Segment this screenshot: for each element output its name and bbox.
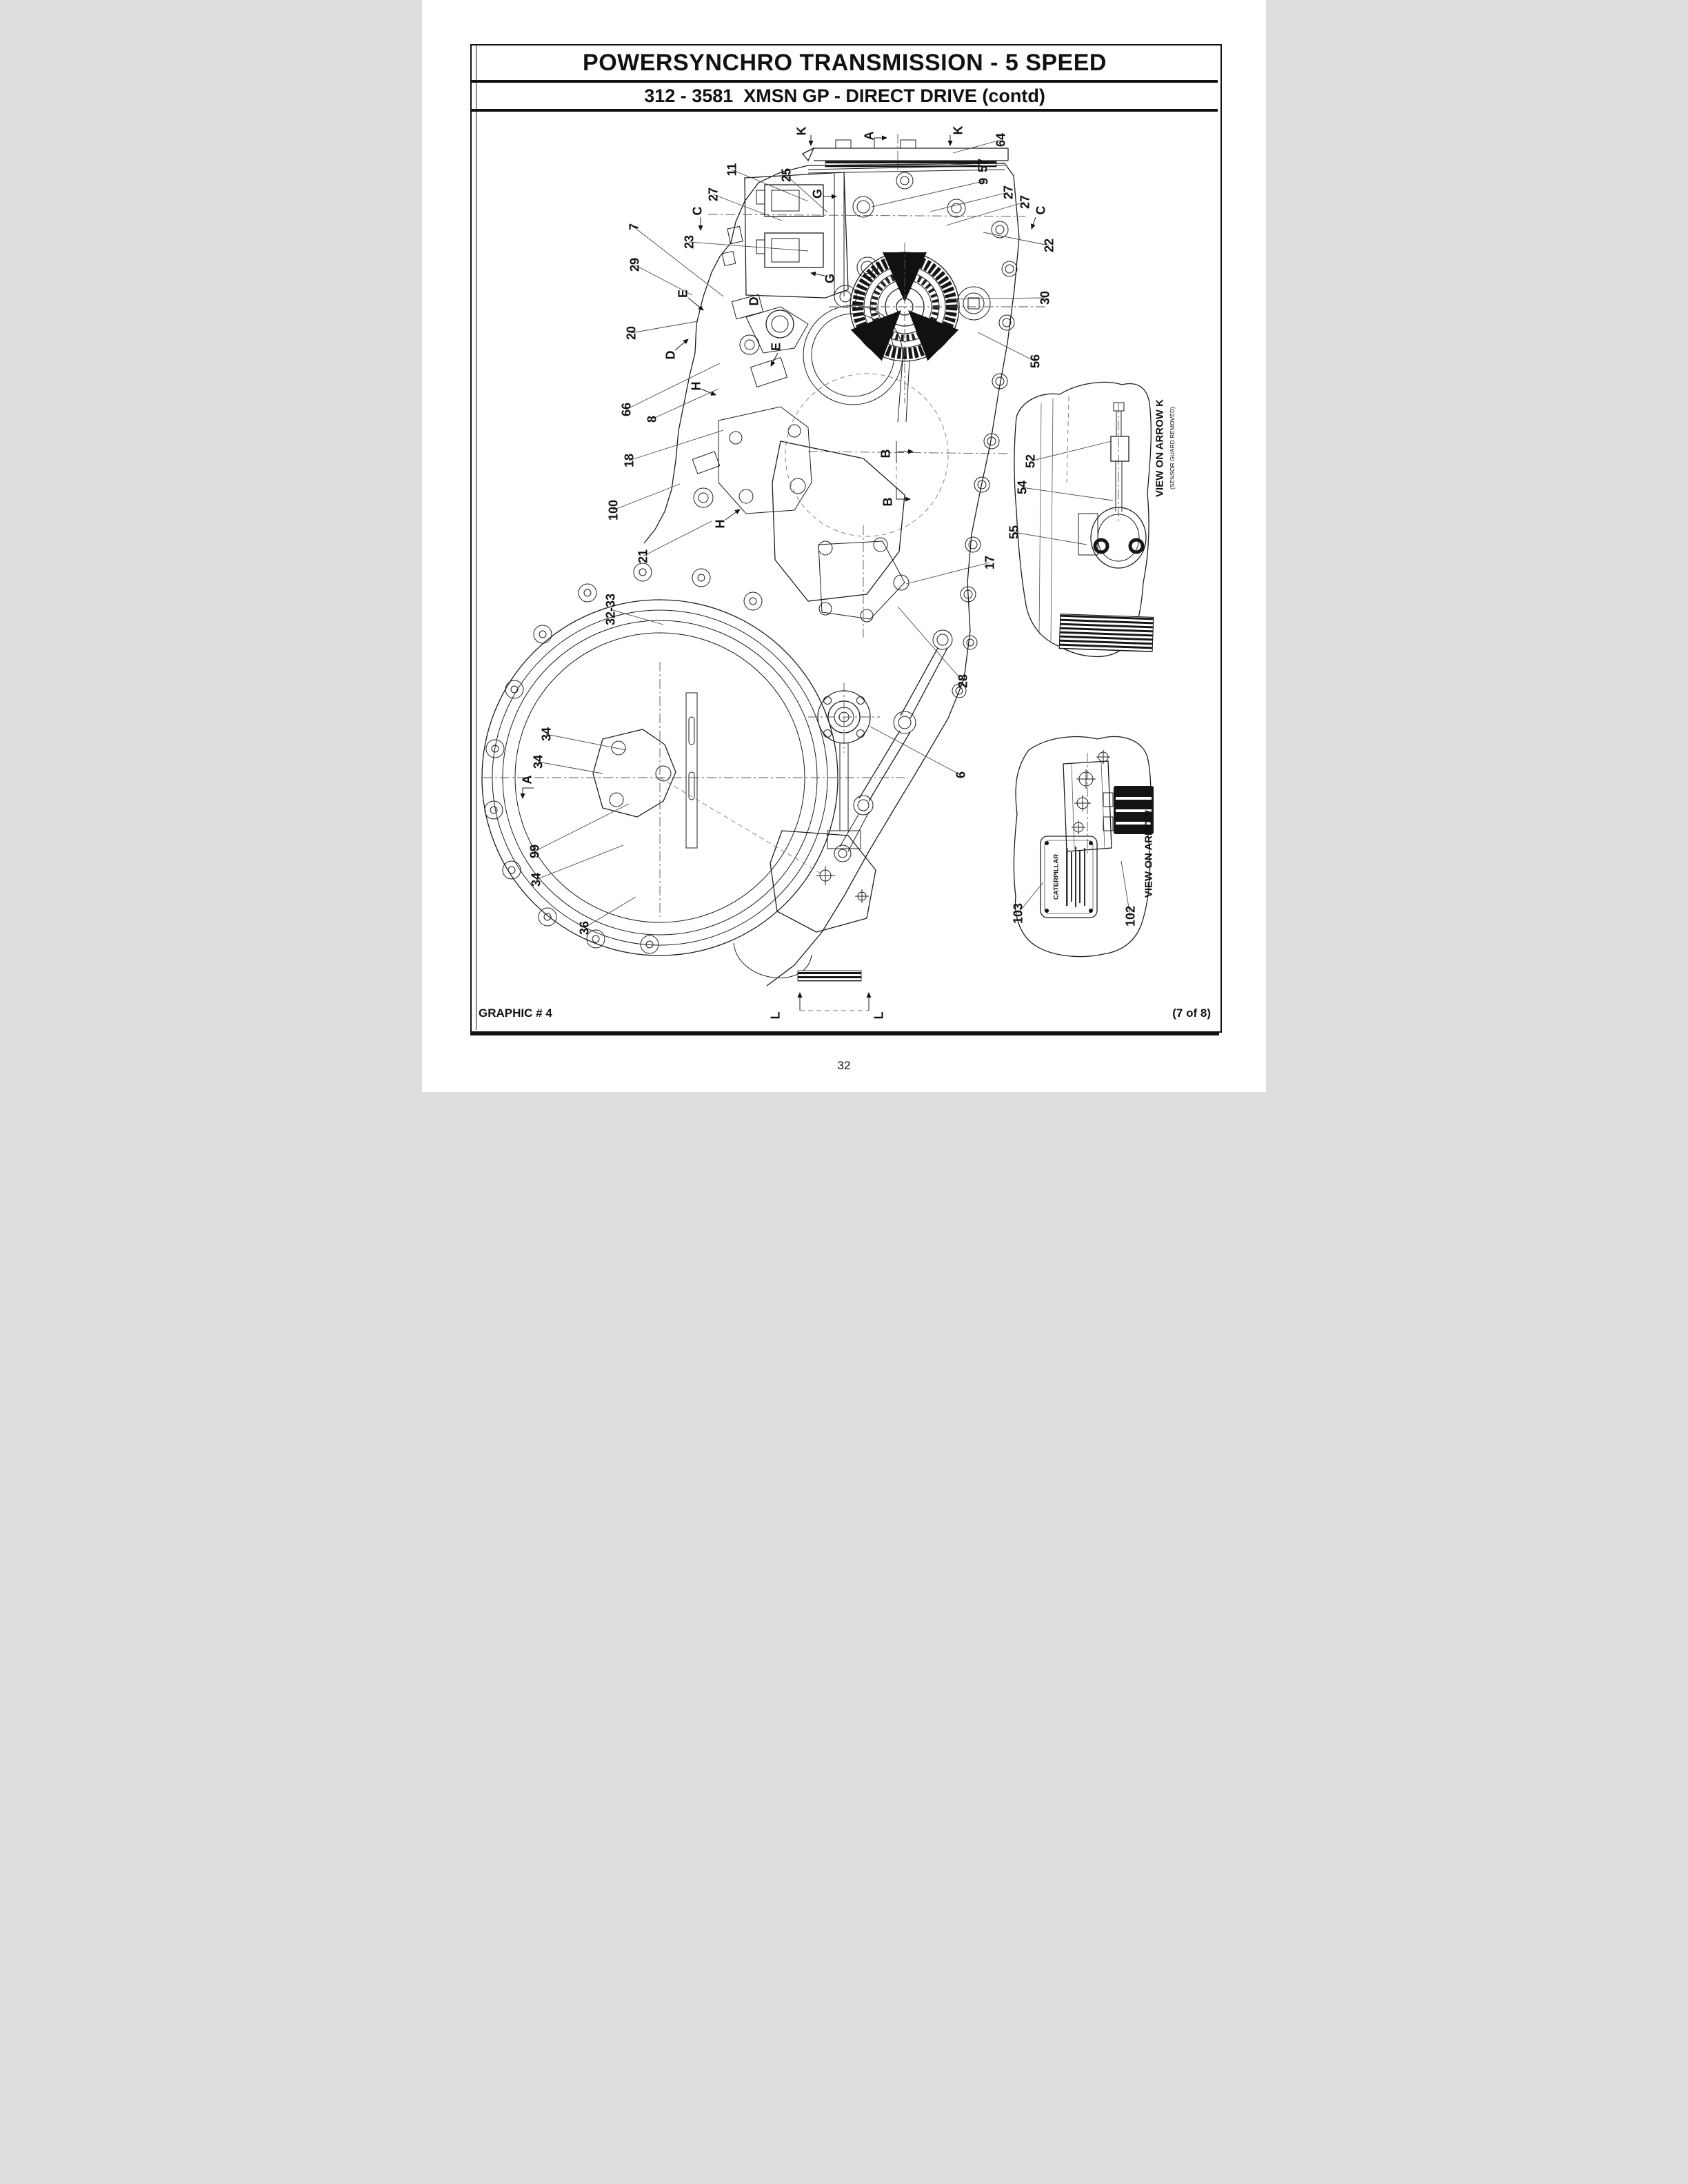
page-number: 32 (837, 1059, 851, 1072)
graphic-number: GRAPHIC # 4 (479, 1007, 552, 1020)
page-border (470, 44, 1222, 1033)
bottom-rule (470, 1031, 1219, 1035)
page-title: POWERSYNCHRO TRANSMISSION - 5 SPEED (472, 46, 1218, 83)
page-subtitle: 312 - 3581 XMSN GP - DIRECT DRIVE (contd… (472, 83, 1218, 112)
manual-page: POWERSYNCHRO TRANSMISSION - 5 SPEED 312 … (422, 0, 1266, 1092)
sheet-count: (7 of 8) (1172, 1007, 1211, 1020)
